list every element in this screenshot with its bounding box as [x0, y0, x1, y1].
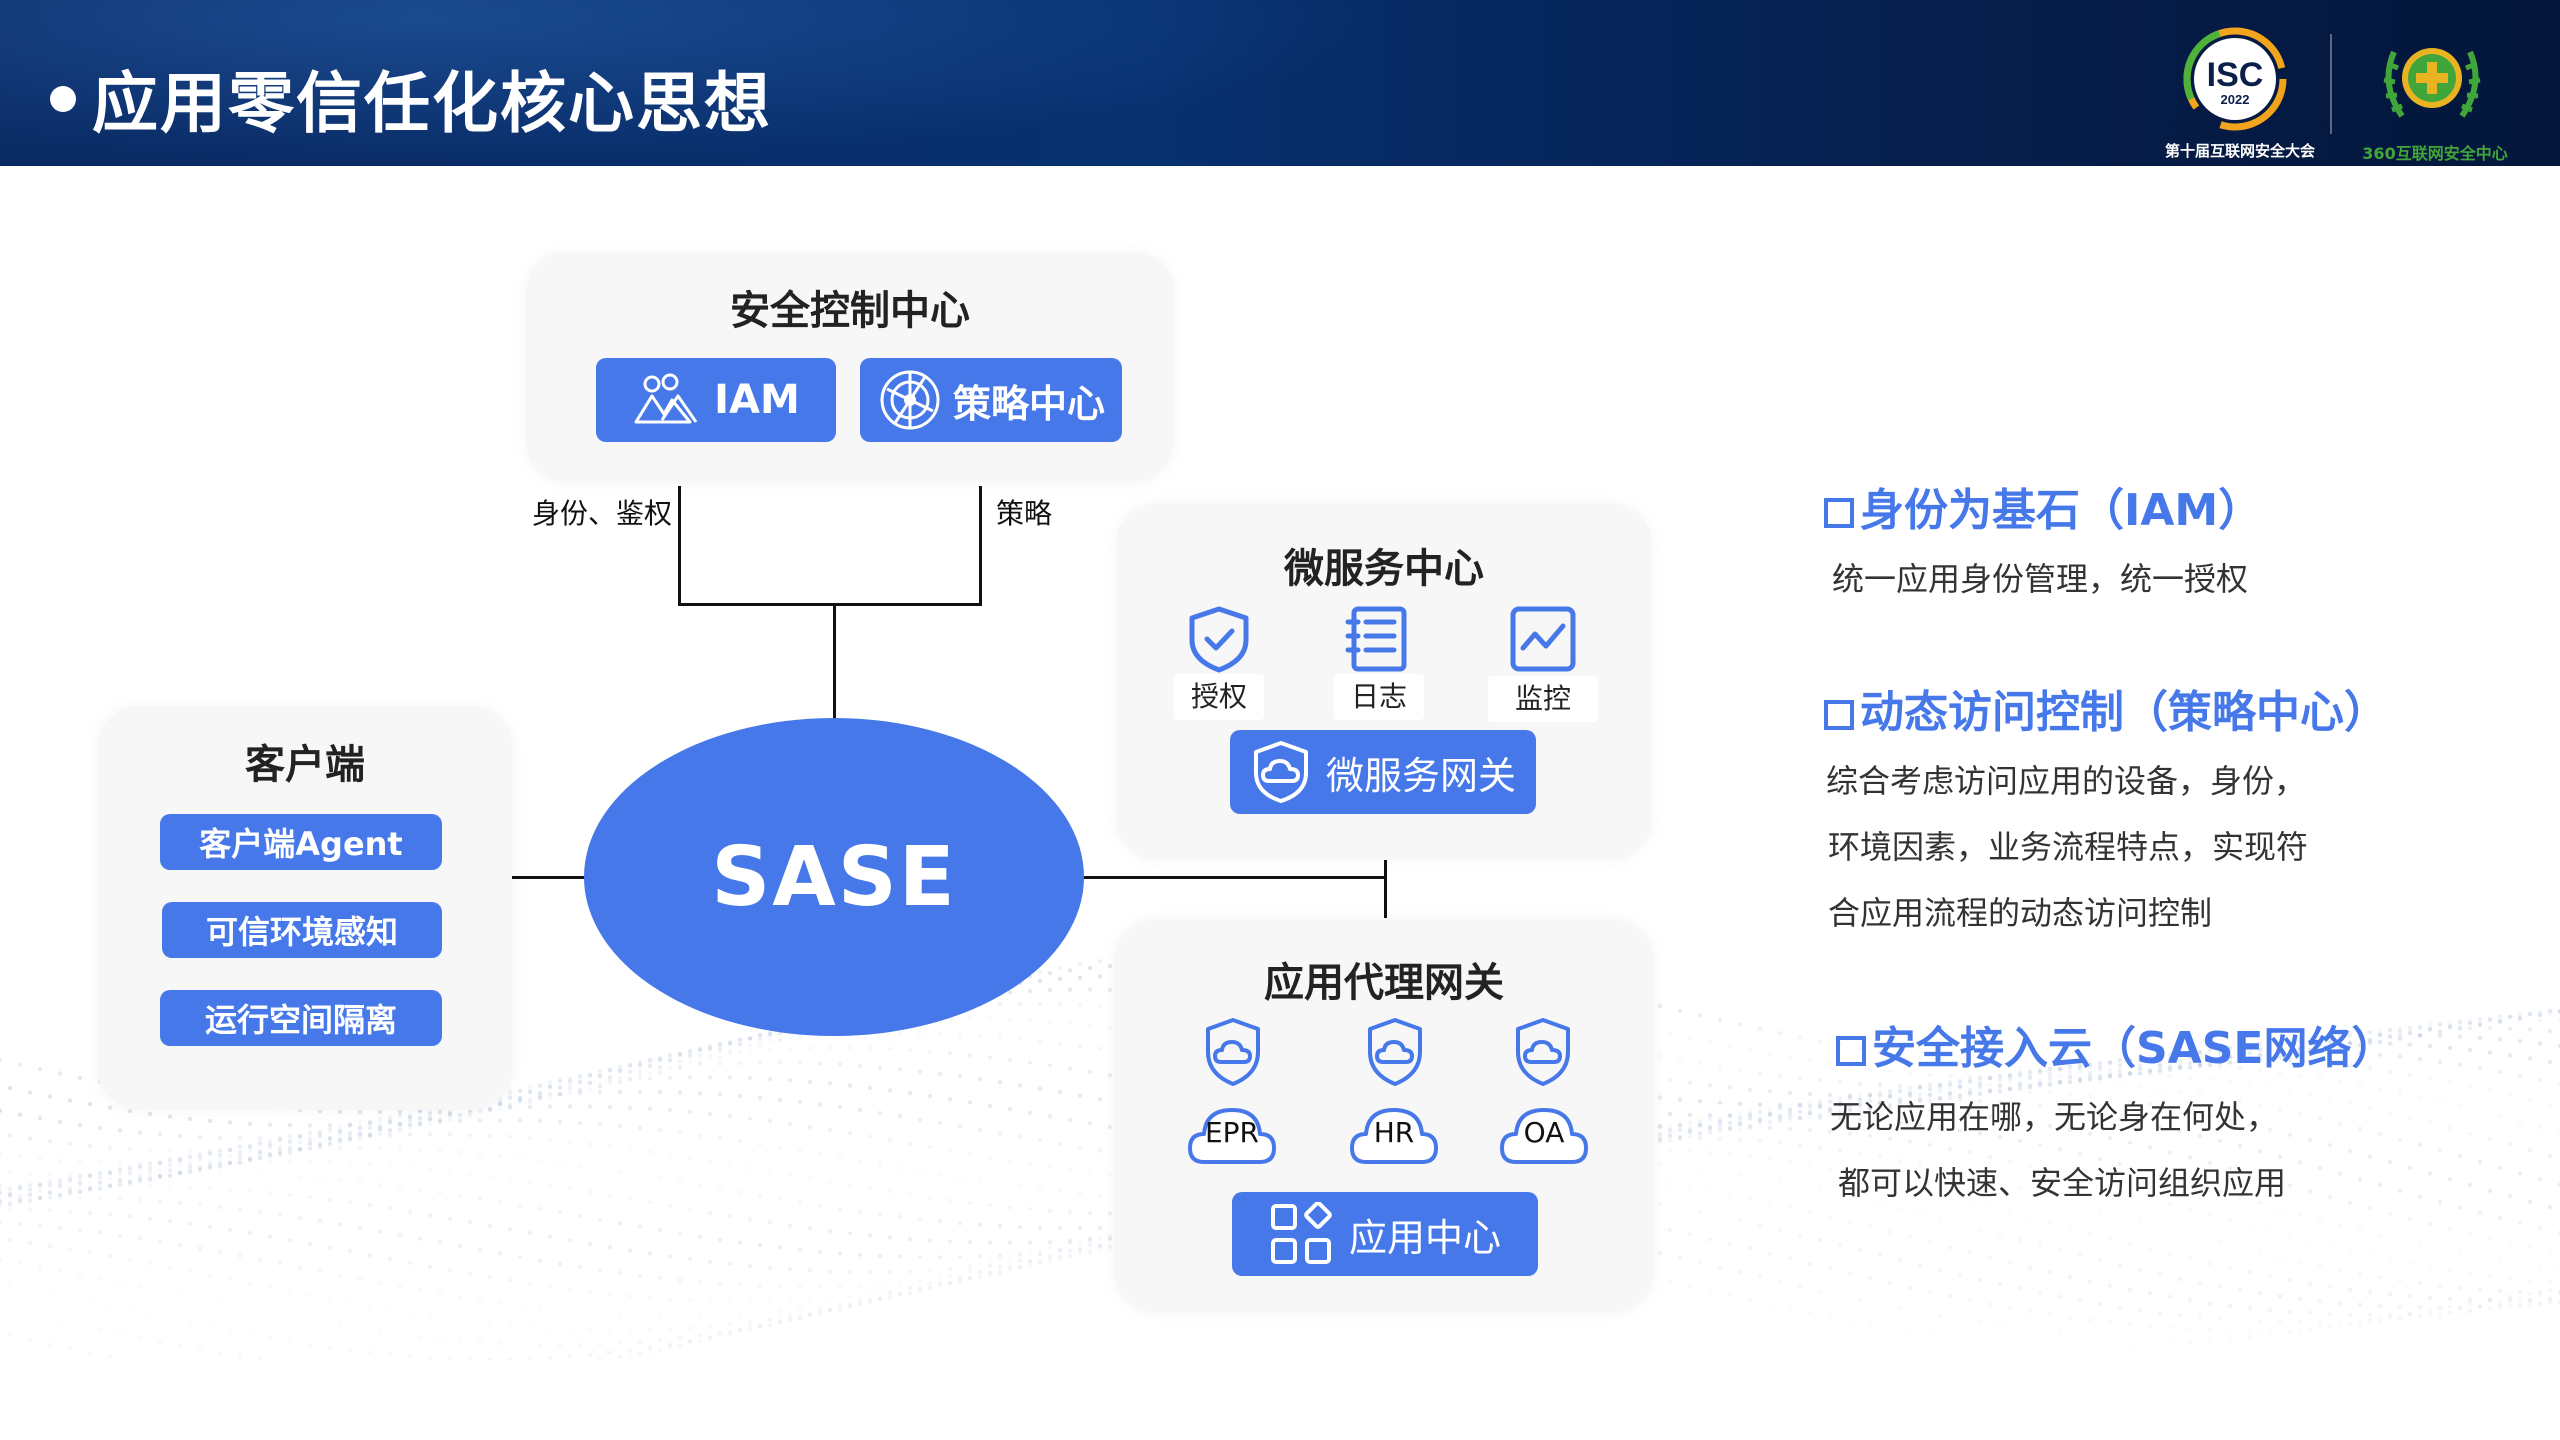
360-logo-icon: [2383, 48, 2481, 118]
authorization-shield-icon: [1189, 606, 1249, 673]
iam-people-icon: [634, 373, 698, 424]
microservice-gateway-label: 微服务网关: [1325, 753, 1516, 798]
connector-identity-vertical: [678, 486, 681, 606]
principle-text-dynamic-2: 环境因素，业务流程特点，实现符: [1828, 828, 2309, 866]
epr-shield-cloud-icon: [1206, 1018, 1260, 1086]
epr-label: EPR: [1204, 1116, 1260, 1149]
policy-center-button[interactable]: 策略中心: [860, 358, 1122, 442]
iam-button[interactable]: IAM: [596, 358, 836, 442]
microservice-gateway-button[interactable]: 微服务网关: [1230, 730, 1536, 814]
epr-cloud-icon: [1188, 1108, 1276, 1164]
client-agent-button[interactable]: 客户端Agent: [160, 814, 442, 870]
client-title: 客户端: [245, 742, 365, 788]
monitor-chart-icon: [1510, 606, 1576, 672]
app-proxy-gateway-title: 应用代理网关: [1264, 960, 1504, 1006]
authorization-label: 授权: [1174, 674, 1264, 720]
policy-globe-icon: [880, 370, 940, 430]
oa-cloud-icon: [1500, 1108, 1588, 1164]
oa-shield-cloud-icon: [1516, 1018, 1570, 1086]
svg-text:2022: 2022: [2221, 92, 2250, 107]
square-bullet-icon: [1824, 700, 1854, 730]
square-bullet-icon: [1824, 498, 1854, 528]
app-center-label: 应用中心: [1348, 1215, 1501, 1260]
connector-client-sase: [510, 876, 590, 879]
hr-shield-cloud-icon: [1368, 1018, 1422, 1086]
client-panel: 客户端 客户端Agent 可信环境感知 运行空间隔离: [98, 706, 512, 1110]
microservice-center-title: 微服务中心: [1284, 546, 1484, 592]
principle-text-iam-1: 统一应用身份管理，统一授权: [1832, 560, 2249, 598]
connector-top-horizontal: [678, 603, 982, 606]
principle-heading-iam: 身份为基石（IAM）: [1824, 474, 2262, 538]
trusted-env-button[interactable]: 可信环境感知: [162, 902, 442, 958]
sase-node[interactable]: SASE: [584, 718, 1084, 1036]
client-agent-label: 客户端Agent: [199, 825, 403, 863]
principle-text-sase-1: 无论应用在哪，无论身在何处，: [1830, 1098, 2279, 1136]
connector-policy-vertical: [979, 486, 982, 606]
policy-center-label: 策略中心: [952, 381, 1105, 426]
security-control-center-title: 安全控制中心: [730, 288, 970, 334]
isc-logo-icon: ISC 2022: [2183, 27, 2287, 131]
runtime-isolation-label: 运行空间隔离: [204, 1001, 397, 1039]
header-banner: 应用零信任化核心思想 ISC 2022 第十届互联网安全大会 360互联网安全中…: [0, 0, 2560, 166]
log-label: 日志: [1334, 674, 1424, 720]
app-grid-icon: [1270, 1202, 1332, 1264]
principle-text-dynamic-3: 合应用流程的动态访问控制: [1828, 894, 2213, 932]
trusted-env-label: 可信环境感知: [205, 913, 398, 951]
page-title: 应用零信任化核心思想: [92, 65, 772, 142]
runtime-isolation-button[interactable]: 运行空间隔离: [160, 990, 442, 1046]
oa-label: OA: [1523, 1116, 1565, 1149]
360-logo-subtitle: 360互联网安全中心: [2362, 144, 2508, 163]
monitor-label: 监控: [1488, 676, 1598, 722]
principle-text-dynamic-1: 综合考虑访问应用的设备，身份，: [1826, 762, 2307, 800]
sase-label: SASE: [711, 829, 957, 925]
header-divider: [2330, 34, 2332, 134]
svg-text:ISC: ISC: [2207, 56, 2264, 94]
iam-label: IAM: [714, 377, 800, 423]
app-proxy-gateway-panel: 应用代理网关 EPR HR OA 应用中心: [1114, 920, 1654, 1312]
log-list-icon: [1345, 606, 1407, 672]
connector-right-vertical: [1384, 860, 1387, 918]
title-bullet: [50, 86, 76, 112]
principle-heading-sase: 安全接入云（SASE网络）: [1836, 1012, 2396, 1076]
gateway-shield-cloud-icon: [1253, 741, 1308, 803]
hr-label: HR: [1373, 1116, 1415, 1149]
isc-logo-subtitle: 第十届互联网安全大会: [2164, 142, 2315, 160]
square-bullet-icon: [1836, 1036, 1866, 1066]
hr-cloud-icon: [1350, 1108, 1438, 1164]
connector-to-sase: [833, 603, 836, 721]
principle-heading-dynamic-access: 动态访问控制（策略中心）: [1824, 676, 2388, 740]
connector-label-policy: 策略: [996, 497, 1053, 530]
principle-text-sase-2: 都可以快速、安全访问组织应用: [1838, 1164, 2287, 1202]
connector-label-identity: 身份、鉴权: [532, 497, 673, 530]
header-glow: [0, 0, 1400, 166]
microservice-center-panel: 微服务中心 授权 日志 监控 微服务网关: [1116, 504, 1652, 860]
connector-sase-right: [1080, 876, 1386, 879]
app-center-button[interactable]: 应用中心: [1232, 1192, 1538, 1276]
security-control-center-panel: 安全控制中心 IAM 策略中心: [526, 252, 1174, 482]
